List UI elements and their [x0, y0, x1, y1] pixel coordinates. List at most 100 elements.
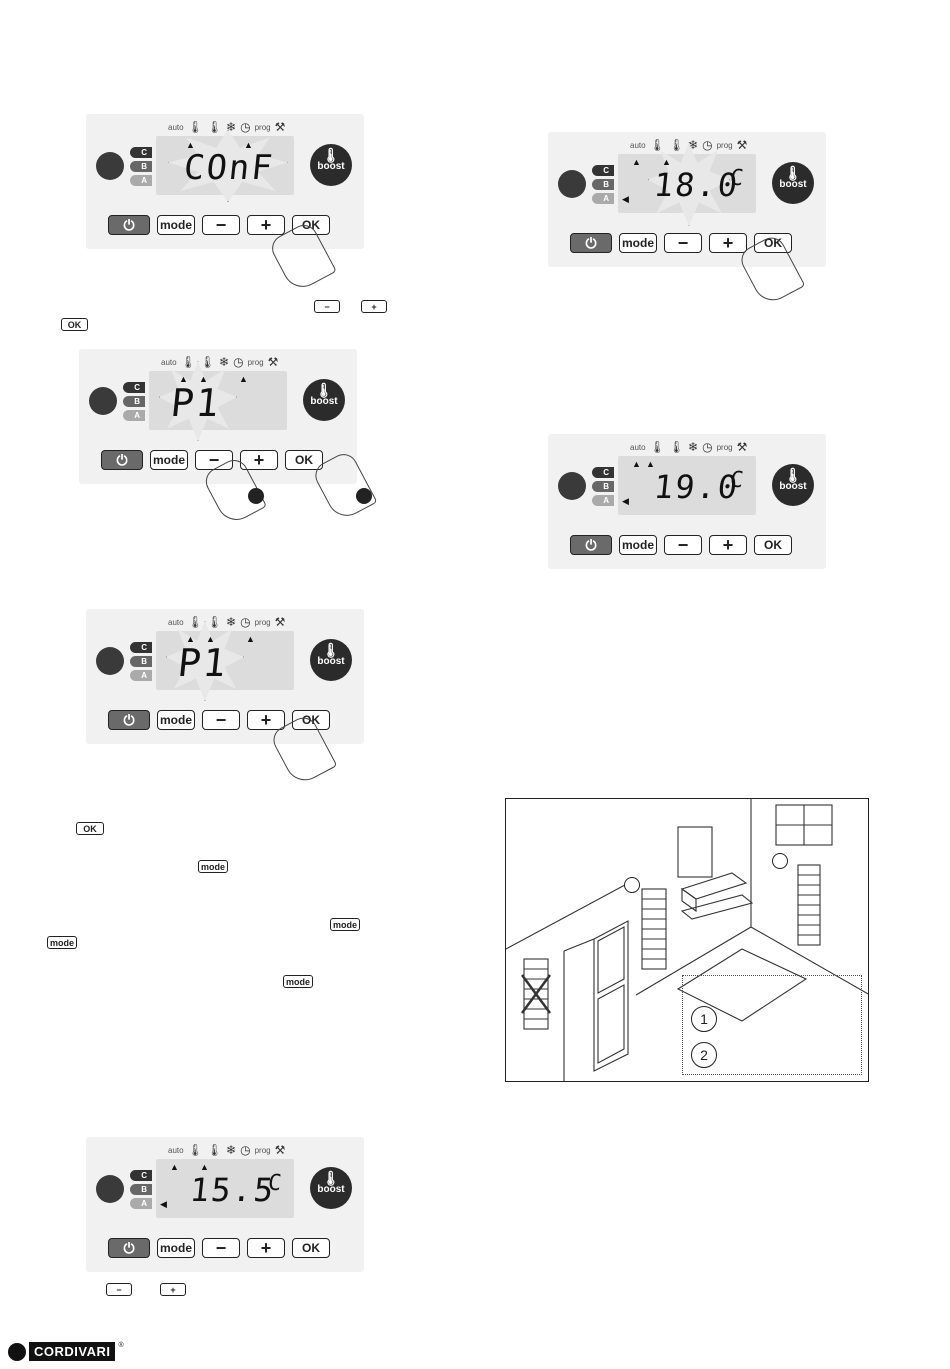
boost-button[interactable]: 🌡boost: [772, 464, 814, 506]
clock-icon: ◷: [240, 615, 251, 629]
snowflake-icon: ❄: [226, 615, 237, 629]
ok-button[interactable]: OK: [285, 450, 323, 470]
snowflake-icon: ❄: [219, 355, 230, 369]
mode-button[interactable]: mode: [157, 710, 195, 730]
status-icons: auto🌡🌡❄◷prog⚒: [168, 1143, 286, 1157]
mode-button[interactable]: mode: [619, 535, 657, 555]
plus-button[interactable]: +: [247, 710, 285, 730]
minus-button[interactable]: −: [202, 215, 240, 235]
power-button[interactable]: ⏻: [108, 710, 150, 730]
button-row: ⏻ mode − + OK: [108, 215, 330, 235]
power-button[interactable]: ⏻: [108, 215, 150, 235]
ok-button[interactable]: OK: [292, 1238, 330, 1258]
inline-ok-key: OK: [76, 822, 104, 835]
clock-icon: ◷: [233, 355, 244, 369]
ok-button[interactable]: OK: [754, 535, 792, 555]
inline-mode-key: mode: [283, 975, 313, 988]
plus-button[interactable]: +: [240, 450, 278, 470]
mode-button[interactable]: mode: [157, 215, 195, 235]
thermometer-icon: 🌡: [199, 355, 216, 369]
minus-button[interactable]: −: [664, 535, 702, 555]
power-button[interactable]: ⏻: [101, 450, 143, 470]
minus-button[interactable]: −: [664, 233, 702, 253]
power-button[interactable]: ⏻: [108, 1238, 150, 1258]
wrench-icon: ⚒: [274, 1143, 286, 1157]
inline-mode-key: mode: [198, 860, 228, 873]
button-row: ⏻ mode − + OK: [570, 233, 792, 253]
lcd-display: ▲▲ COnF: [156, 130, 294, 202]
bathroom-illustration: [506, 799, 868, 1081]
power-button[interactable]: ⏻: [570, 535, 612, 555]
inline-plus-key: +: [361, 300, 387, 313]
thermometer-icon: 🌡: [187, 120, 203, 134]
radiator-marker: [624, 877, 640, 893]
boost-thermometer-icon: 🌡: [322, 642, 340, 658]
minus-button[interactable]: −: [202, 710, 240, 730]
plus-button[interactable]: +: [247, 1238, 285, 1258]
brand-logo: CORDIVARI ®: [8, 1342, 124, 1361]
button-row: ⏻ mode − + OK: [108, 710, 330, 730]
plus-button[interactable]: +: [709, 535, 747, 555]
lcd-text: 19.0: [652, 468, 742, 506]
thermometer-icon: 🌡: [206, 120, 223, 134]
thermometer-icon: 🌡: [180, 355, 196, 369]
mode-button[interactable]: mode: [150, 450, 188, 470]
lcd-unit: C: [728, 468, 747, 493]
boost-thermometer-icon: 🌡: [322, 1170, 340, 1186]
minus-button[interactable]: −: [195, 450, 233, 470]
ok-button[interactable]: OK: [754, 233, 792, 253]
step-badge: [89, 387, 117, 415]
status-icons: auto🌡🌡❄◷prog⚒: [630, 440, 748, 454]
mode-button[interactable]: mode: [619, 233, 657, 253]
brand-mark-icon: [8, 1342, 26, 1361]
step-badge: [558, 472, 586, 500]
lcd-display: ▲▲◀ 19.0 C: [618, 456, 756, 515]
clock-icon: ◷: [702, 138, 713, 152]
clock-icon: ◷: [240, 1143, 251, 1157]
ok-button[interactable]: OK: [292, 215, 330, 235]
status-icons: auto🌡🌡❄◷prog⚒: [168, 120, 286, 134]
wrench-icon: ⚒: [736, 138, 748, 152]
lcd-unit: C: [728, 166, 747, 191]
ok-button[interactable]: OK: [292, 710, 330, 730]
boost-button[interactable]: 🌡boost: [310, 1167, 352, 1209]
thermometer-icon: 🌡: [187, 1143, 203, 1157]
status-icons: auto🌡🌡❄◷prog⚒: [161, 355, 279, 369]
button-row: ⏻ mode − + OK: [108, 1238, 330, 1258]
thermometer-icon: 🌡: [668, 440, 685, 454]
inline-mode-key: mode: [330, 918, 360, 931]
power-button[interactable]: ⏻: [570, 233, 612, 253]
step-dot: [356, 488, 372, 504]
inline-ok-key: OK: [61, 318, 88, 331]
lcd-text: P1: [168, 381, 224, 425]
boost-thermometer-icon: 🌡: [315, 382, 333, 398]
plus-button[interactable]: +: [247, 215, 285, 235]
inline-mode-key: mode: [47, 936, 77, 949]
plus-button[interactable]: +: [709, 233, 747, 253]
thermometer-icon: 🌡: [206, 615, 223, 629]
mode-button[interactable]: mode: [157, 1238, 195, 1258]
lcd-text: 15.5: [188, 1171, 278, 1209]
boost-button[interactable]: 🌡boost: [310, 144, 352, 186]
boost-button[interactable]: 🌡boost: [772, 162, 814, 204]
registered-mark: ®: [118, 1342, 124, 1349]
inline-plus-key: +: [160, 1283, 186, 1296]
boost-button[interactable]: 🌡boost: [310, 639, 352, 681]
clock-icon: ◷: [702, 440, 713, 454]
wrench-icon: ⚒: [736, 440, 748, 454]
safety-zone-box: [682, 975, 862, 1075]
lcd-display: ▲▲▲ P1: [149, 361, 287, 441]
boost-button[interactable]: 🌡boost: [303, 379, 345, 421]
minus-button[interactable]: −: [202, 1238, 240, 1258]
zone-1-label: 1: [691, 1006, 717, 1032]
lcd-display: ▲▲◀ 15.5 C: [156, 1159, 294, 1218]
boost-thermometer-icon: 🌡: [784, 165, 802, 181]
step-badge: [96, 647, 124, 675]
button-row: ⏻ mode − + OK: [570, 535, 792, 555]
